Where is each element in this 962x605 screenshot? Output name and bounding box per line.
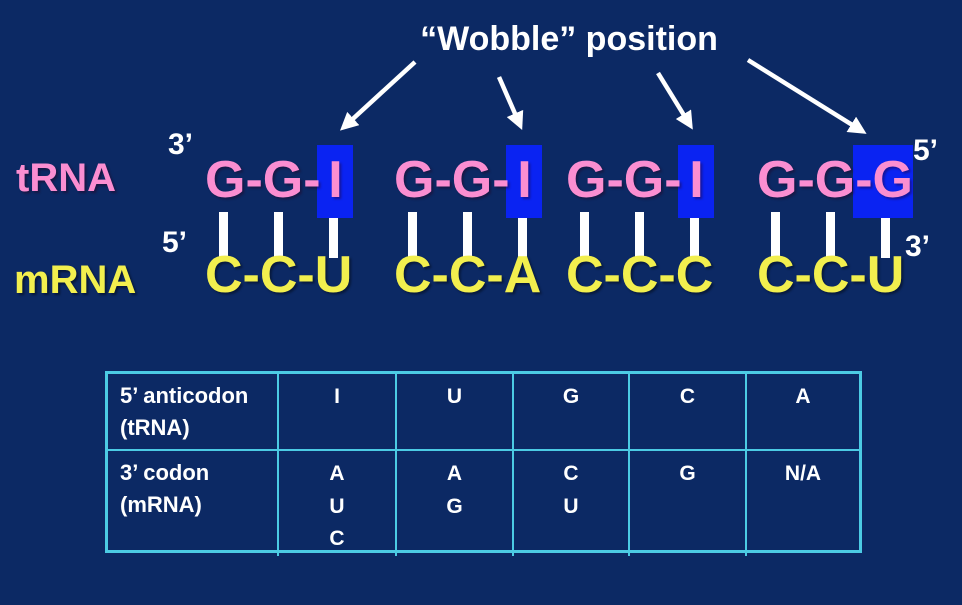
arrow-to-wobble-1-icon	[340, 60, 417, 131]
arrow-to-wobble-4-icon	[746, 58, 867, 134]
wobble-base: I	[328, 151, 343, 209]
mrna-3-prime-end-label: 3’	[905, 230, 931, 263]
wobble-highlight-box	[506, 145, 542, 218]
codon-cell-2: A G	[397, 451, 514, 556]
wobble-base: I	[517, 151, 532, 209]
hydrogen-bond	[219, 212, 228, 258]
arrow-to-wobble-3-icon	[656, 71, 693, 130]
codon-cell-5: N/A	[784, 462, 822, 485]
trna-bases-prefix: G-G-	[566, 151, 682, 209]
hydrogen-bond	[518, 212, 527, 258]
trna-5-prime-end-label: 5’	[913, 134, 939, 167]
anticodon-cell-4: C	[630, 374, 747, 451]
wobble-pairing-table: 5’ anticodon (tRNA) I U G C A 3’ codon (…	[105, 371, 862, 556]
codon-pair-group-3: G-G-I C-C-C	[566, 145, 716, 305]
hydrogen-bond	[274, 212, 283, 258]
hydrogen-bond	[826, 212, 835, 258]
trna-bases-prefix: G-G-	[394, 151, 510, 209]
hydrogen-bond	[635, 212, 644, 258]
codon-cell-3: C U	[514, 451, 630, 556]
anticodon-cell-3: G	[514, 374, 630, 451]
wobble-highlight-box	[853, 145, 913, 218]
wobble-highlight-box	[317, 145, 353, 218]
mrna-codon-bases: C-C-C	[566, 246, 714, 304]
hydrogen-bond	[408, 212, 417, 258]
wobble-base: I	[689, 151, 704, 209]
mrna-row-label: mRNA	[14, 258, 137, 302]
trna-row-label: tRNA	[16, 156, 116, 200]
anticodon-cell-2: U	[397, 374, 514, 451]
hydrogen-bond	[580, 212, 589, 258]
arrow-to-wobble-2-icon	[496, 76, 524, 130]
hydrogen-bond	[463, 212, 472, 258]
trna-anticodon-bases: G-G-I	[566, 154, 712, 206]
hydrogen-bond	[771, 212, 780, 258]
codon-pair-group-2: G-G-I C-C-A	[394, 145, 544, 305]
trna-anticodon-bases: G-G-G	[757, 151, 913, 209]
hydrogen-bond	[329, 212, 338, 258]
codon-pair-group-4: G-G-G C-C-U	[757, 145, 913, 305]
wobble-highlight-box	[678, 145, 714, 218]
trna-bases-prefix: G-G-	[205, 151, 321, 209]
mrna-5-prime-end-label: 5’	[162, 226, 188, 259]
mrna-codon-bases: C-C-U	[205, 246, 353, 304]
trna-3-prime-end-label: 3’	[168, 128, 194, 161]
hydrogen-bond	[690, 212, 699, 258]
anticodon-cell-5: A	[747, 374, 859, 451]
codon-cell-4: G	[630, 451, 747, 556]
anticodon-cell-1: I	[279, 374, 397, 451]
slide-title: “Wobble” position	[420, 20, 718, 58]
codon-pair-group-1: G-G-I C-C-U	[205, 145, 355, 305]
trna-anticodon-bases: G-G-I	[394, 154, 540, 206]
trna-anticodon-bases: G-G-I	[205, 154, 351, 206]
table-row-header-codon: 3’ codon (mRNA)	[108, 451, 279, 556]
table-row-header-anticodon: 5’ anticodon (tRNA)	[108, 374, 279, 451]
wobble-base: G	[872, 151, 913, 209]
trna-bases-prefix: G-G-	[757, 151, 873, 209]
hydrogen-bond	[881, 212, 890, 258]
mrna-codon-bases: C-C-A	[394, 246, 542, 304]
mrna-codon-bases: C-C-U	[757, 246, 905, 304]
codon-cell-1: A U C	[279, 451, 397, 556]
